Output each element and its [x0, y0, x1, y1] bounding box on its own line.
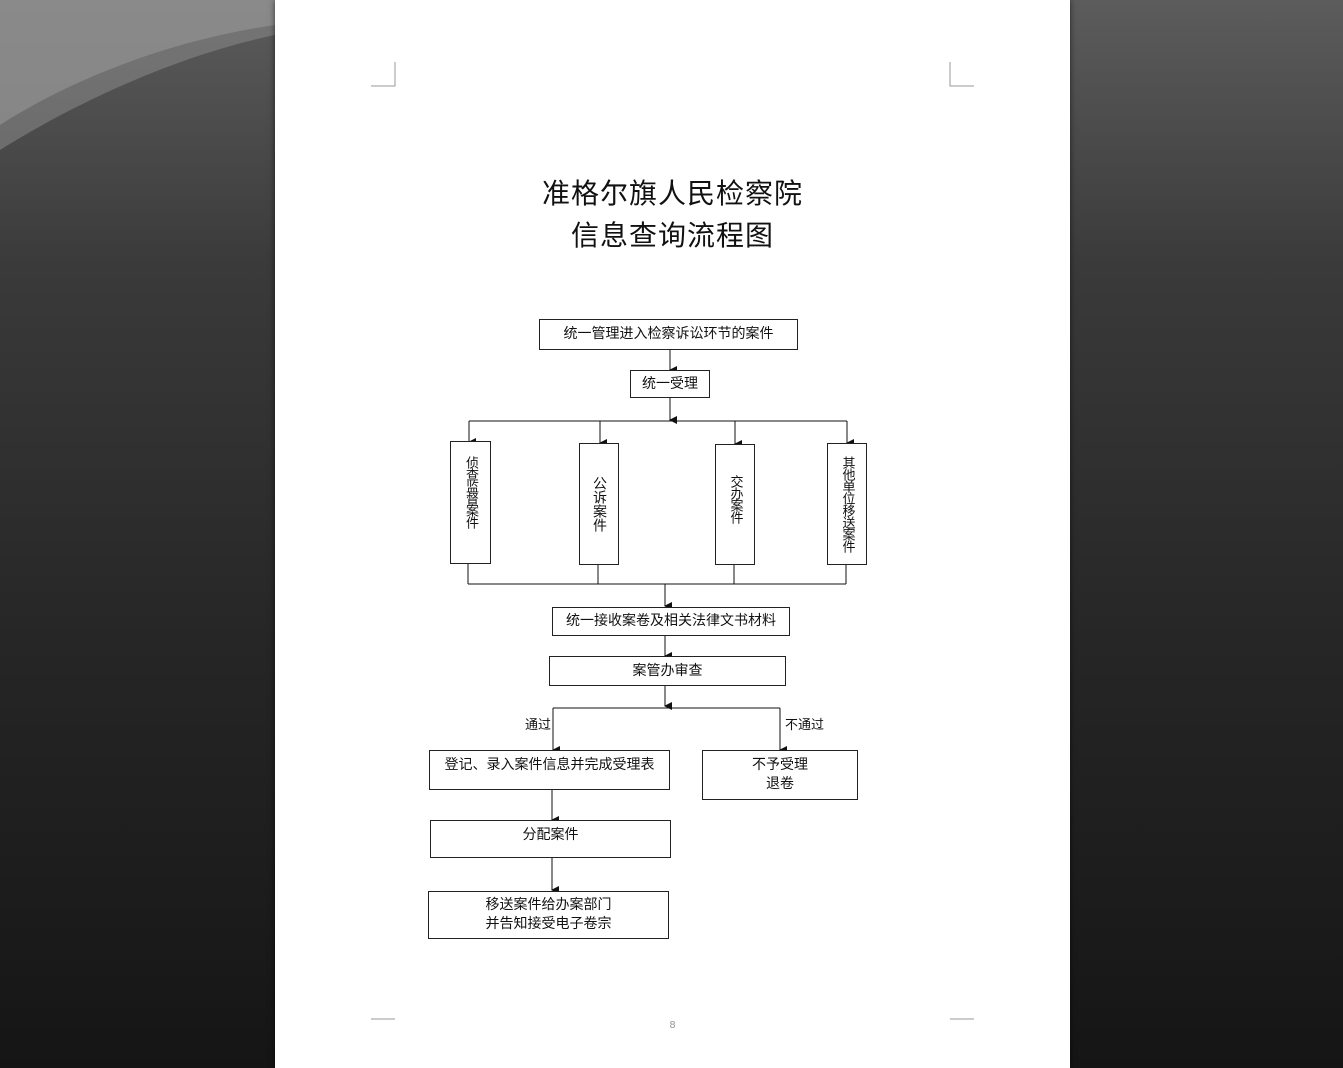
- background-swoosh: [0, 0, 275, 150]
- node-investigation-supervision-text: 侦查监督案件: [463, 456, 478, 528]
- document-page: 准格尔旗人民检察院 信息查询流程图: [275, 0, 1070, 1068]
- node-reject-return: 不予受理 退卷: [702, 750, 858, 800]
- node-case-review: 案管办审查: [549, 656, 786, 686]
- node-assigned-cases: 交办案件: [715, 444, 755, 565]
- node-unified-management: 统一管理进入检察诉讼环节的案件: [539, 319, 798, 350]
- node-transfer-line1: 移送案件给办案部门: [485, 897, 612, 913]
- node-reject-line2: 退卷: [766, 776, 794, 792]
- node-register-case: 登记、录入案件信息并完成受理表: [429, 750, 670, 790]
- edge-label-fail: 不通过: [785, 718, 825, 733]
- node-assign-case-text: 分配案件: [522, 827, 579, 843]
- document-title-line2: 信息查询流程图: [570, 219, 774, 252]
- node-public-prosecution: 公诉案件: [579, 443, 619, 565]
- node-receive-files-text: 统一接收案卷及相关法律文书材料: [566, 613, 776, 629]
- node-reject-line1: 不予受理: [752, 757, 808, 773]
- document-title-line1: 准格尔旗人民检察院: [541, 177, 803, 210]
- node-register-case-text: 登记、录入案件信息并完成受理表: [444, 757, 655, 773]
- node-assigned-cases-text: 交办案件: [727, 475, 743, 523]
- node-unified-acceptance-text: 统一受理: [642, 375, 698, 392]
- flowchart-connectors: [467, 350, 854, 894]
- node-public-prosecution-text: 公诉案件: [591, 476, 607, 532]
- node-transferred-cases-text: 其他单位移送案件: [839, 456, 855, 552]
- node-unified-management-text: 统一管理进入检察诉讼环节的案件: [563, 326, 774, 342]
- page-number: 8: [669, 1020, 676, 1031]
- node-receive-files: 统一接收案卷及相关法律文书材料: [552, 607, 790, 636]
- node-investigation-supervision: 侦查监督案件: [450, 441, 491, 564]
- node-transfer-department: 移送案件给办案部门 并告知接受电子卷宗: [428, 891, 669, 939]
- node-case-review-text: 案管办审查: [632, 662, 703, 679]
- node-transfer-line2: 并告知接受电子卷宗: [485, 916, 612, 932]
- edge-label-pass: 通过: [525, 718, 552, 733]
- crop-marks: [371, 62, 974, 1020]
- node-transferred-cases: 其他单位移送案件: [827, 443, 867, 565]
- node-unified-acceptance: 统一受理: [630, 370, 710, 398]
- node-assign-case: 分配案件: [430, 820, 671, 858]
